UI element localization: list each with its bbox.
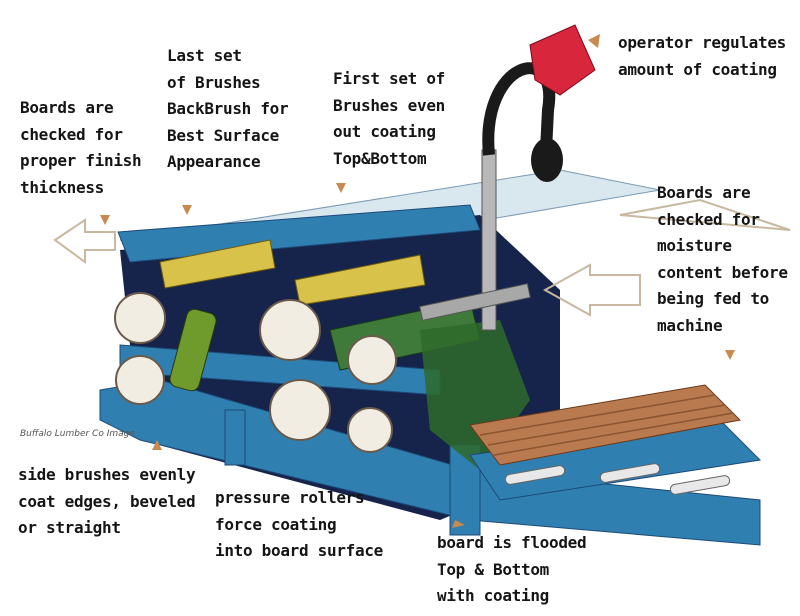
label-line: Last set bbox=[167, 46, 242, 65]
label-line: machine bbox=[657, 315, 723, 335]
label-line: BackBrush for bbox=[167, 99, 289, 118]
label-line: into board surface bbox=[215, 541, 383, 560]
label-line: force coating bbox=[215, 514, 337, 534]
label-line: operator regulates bbox=[618, 33, 786, 52]
label-side-brushes: side brushes evenly coat edges, beveled … bbox=[18, 462, 196, 542]
pointer-arrow bbox=[182, 205, 192, 215]
label-last-brushes: Last set of Brushes BackBrush for Best S… bbox=[167, 43, 289, 176]
label-line: Top&Bottom bbox=[333, 148, 427, 168]
label-line: checked for bbox=[657, 209, 760, 229]
label-line: board is flooded bbox=[437, 533, 587, 552]
output-arrow bbox=[53, 218, 116, 264]
label-line: out coating bbox=[333, 122, 436, 141]
label-line: amount of coating bbox=[618, 59, 777, 79]
label-line: Best Surface bbox=[167, 125, 279, 145]
label-line: being fed to bbox=[657, 289, 769, 308]
coating-hose bbox=[482, 62, 556, 171]
roller bbox=[114, 292, 166, 344]
roller bbox=[347, 335, 397, 385]
label-operator: operator regulates amount of coating bbox=[618, 30, 786, 83]
hose-end bbox=[531, 138, 563, 182]
base-frame bbox=[99, 379, 761, 546]
brush-yellow bbox=[294, 254, 426, 306]
top-frame bbox=[117, 204, 481, 263]
pointer-arrow bbox=[152, 440, 162, 450]
label-line: Top & Bottom bbox=[437, 559, 549, 579]
pointer-arrow bbox=[336, 183, 346, 193]
label-line: Boards are bbox=[657, 183, 751, 202]
watermark: Buffalo Lumber Co Image bbox=[20, 429, 135, 439]
label-finish-thickness: Boards are checked for proper finish thi… bbox=[20, 95, 142, 201]
pointer-arrow bbox=[725, 350, 735, 360]
label-line: checked for bbox=[20, 124, 123, 144]
label-line: or straight bbox=[18, 518, 121, 537]
label-line: Brushes even bbox=[333, 95, 445, 115]
label-line: thickness bbox=[20, 177, 104, 197]
roller bbox=[259, 299, 321, 361]
label-line: moisture bbox=[657, 236, 732, 255]
label-line: of Brushes bbox=[167, 72, 261, 92]
label-line: Appearance bbox=[167, 152, 261, 171]
feed-direction-arrow bbox=[619, 198, 791, 231]
manifold bbox=[419, 283, 531, 321]
rollers bbox=[114, 292, 397, 453]
label-flooded: board is flooded Top & Bottom with coati… bbox=[437, 530, 587, 610]
pointer-arrow bbox=[100, 215, 110, 225]
pointer-arrow bbox=[452, 520, 465, 528]
valve-handle bbox=[529, 24, 596, 96]
infeed-arrow bbox=[542, 263, 641, 317]
pointer-arrow bbox=[588, 34, 600, 48]
roller bbox=[269, 379, 331, 441]
side-brush bbox=[169, 308, 217, 392]
label-line: Boards are bbox=[20, 98, 114, 117]
roller bbox=[347, 407, 393, 453]
label-pressure-rollers: pressure rollers force coating into boar… bbox=[215, 485, 383, 565]
label-line: proper finish bbox=[20, 151, 142, 170]
label-moisture: Boards are checked for moisture content … bbox=[657, 180, 788, 339]
label-line: First set of bbox=[333, 69, 445, 88]
label-line: side brushes evenly bbox=[18, 465, 196, 484]
frame-leg bbox=[224, 409, 246, 466]
label-line: with coating bbox=[437, 586, 549, 605]
label-line: coat edges, beveled bbox=[18, 491, 196, 511]
label-line: content before bbox=[657, 262, 788, 282]
brush-yellow bbox=[159, 239, 276, 289]
roller bbox=[115, 355, 165, 405]
feed-rollers bbox=[504, 463, 731, 495]
label-first-brushes: First set of Brushes even out coating To… bbox=[333, 66, 445, 172]
label-line: pressure rollers bbox=[215, 488, 365, 507]
